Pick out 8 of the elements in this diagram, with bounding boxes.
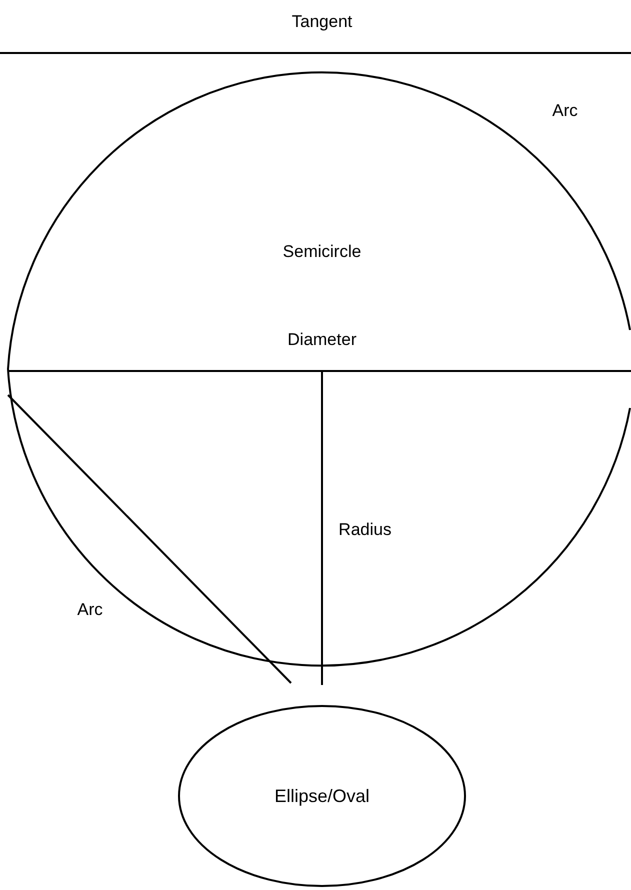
shape-label: Tangent: [292, 12, 352, 32]
shape-label: Diameter: [288, 330, 356, 350]
shape-label: Arc: [77, 600, 103, 620]
shape-label: Arc: [552, 101, 578, 121]
ellipse-shape: [178, 705, 466, 887]
shape-label: Radius: [338, 520, 392, 540]
shape-label: Semicircle: [282, 242, 362, 262]
ellipse-label: Ellipse/Oval: [274, 786, 370, 806]
